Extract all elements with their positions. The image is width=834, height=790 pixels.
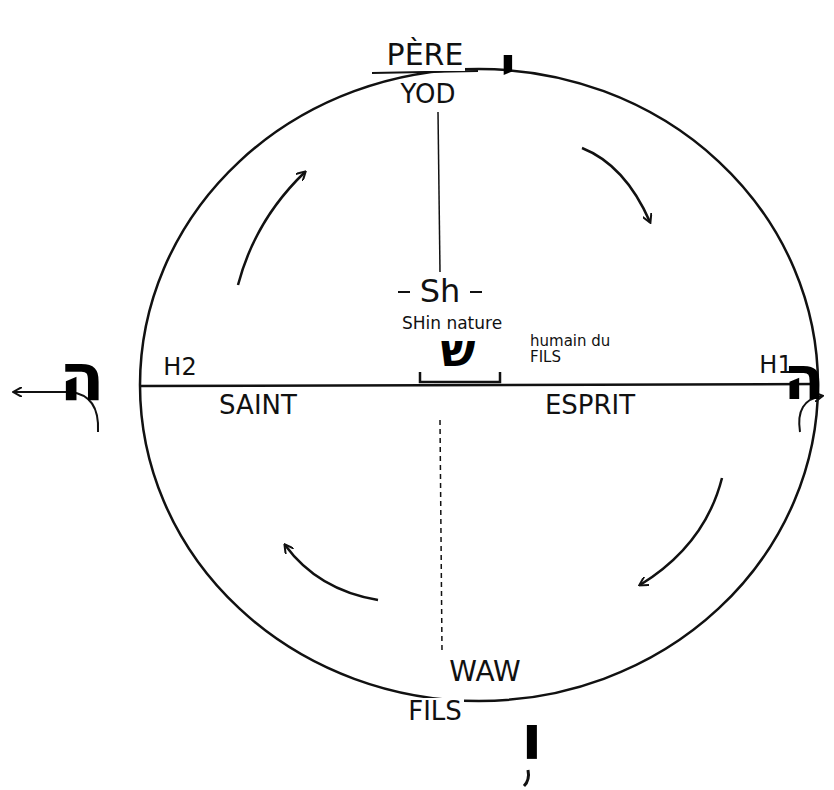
flow-arrow (640, 478, 722, 585)
letter-name: Sh (418, 275, 463, 309)
outer-circle (140, 69, 818, 701)
bottom-word: FILS (406, 698, 464, 725)
flow-arrow (238, 172, 305, 285)
underline (372, 71, 478, 73)
flow-arrow (582, 148, 650, 222)
hebrew-letter: ש (439, 326, 478, 374)
axis-label: H2 (161, 355, 198, 380)
title-word: PÈRE (385, 39, 466, 71)
hebrew-letter: ה (57, 343, 106, 412)
note-text: humain du FILS (528, 334, 624, 366)
dash (470, 291, 482, 293)
hebrew-letter: ו (519, 705, 544, 770)
hebrew-letter: ה (781, 347, 826, 410)
vertical-axis (438, 112, 440, 272)
axis-label: SAINT (217, 392, 299, 419)
horizontal-axis (140, 384, 818, 386)
dash (398, 291, 410, 293)
letter-name: YOD (399, 81, 458, 108)
vertical-axis-dashed (440, 420, 442, 650)
waw-tail (524, 770, 529, 786)
letter-name: WAW (447, 657, 522, 686)
hebrew-letter: י (498, 38, 517, 93)
flow-arrow (285, 545, 378, 600)
axis-label: ESPRIT (543, 392, 637, 419)
